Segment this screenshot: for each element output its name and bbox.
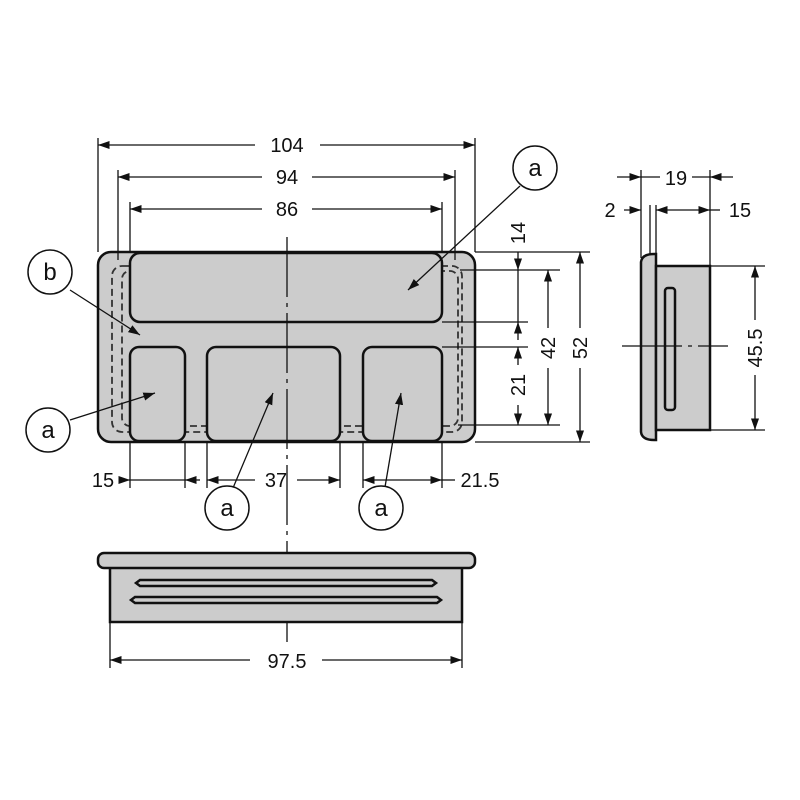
dim-label: 2 <box>604 200 615 222</box>
dim-label: 21.5 <box>461 470 500 492</box>
dim-overall-length: 104 <box>98 135 475 157</box>
top-pocket <box>128 251 444 324</box>
dim-label: 86 <box>276 199 298 221</box>
left-pocket <box>128 345 187 443</box>
svg-text:b: b <box>43 259 56 286</box>
dim-flange-thickness: 2 <box>604 200 641 222</box>
middle-pocket <box>205 345 342 443</box>
dim-label: 19 <box>665 168 687 190</box>
bottom-view: 97.5 <box>96 551 477 673</box>
dim-label: 37 <box>265 470 287 492</box>
dim-middle-pocket-width: 37 <box>207 470 340 492</box>
flange <box>96 551 477 570</box>
dim-total-depth: 19 <box>617 168 733 190</box>
dim-label: 42 <box>538 337 560 359</box>
side-view: 19 2 15 45.5 <box>604 168 767 442</box>
dim-body-depth: 15 <box>656 200 751 222</box>
dim-label: 15 <box>729 200 751 222</box>
slot <box>663 286 677 412</box>
dim-label: 94 <box>276 167 298 189</box>
dim-label: 45.5 <box>745 329 767 368</box>
dim-label: 52 <box>570 337 592 359</box>
dim-label: 14 <box>508 222 530 244</box>
dim-label: 15 <box>92 470 114 492</box>
dim-label: 97.5 <box>268 651 307 673</box>
svg-text:a: a <box>41 417 55 444</box>
dim-rebate-length: 94 <box>117 167 455 189</box>
dim-top-pocket-length: 86 <box>130 199 442 221</box>
dim-overall-height: 52 <box>570 252 592 442</box>
dim-label: 21 <box>508 374 530 396</box>
callout-a-top: a <box>407 145 558 291</box>
callout-a-middle: a <box>204 392 274 531</box>
callout-b: b <box>27 249 141 336</box>
front-view: 104 94 86 14 21 42 <box>25 135 592 642</box>
svg-text:a: a <box>220 495 234 522</box>
callout-a-left: a <box>25 392 156 453</box>
dim-right-pocket-width: 21.5 <box>363 470 499 492</box>
dim-inner-height: 42 <box>538 270 560 425</box>
dim-lower-pocket-height: 21 <box>508 347 530 425</box>
dim-body-length: 97.5 <box>110 651 462 673</box>
slot-lower <box>128 595 444 605</box>
dim-label: 104 <box>270 135 303 157</box>
right-pocket <box>361 345 444 443</box>
body <box>108 564 464 624</box>
dim-left-pocket-width: 15 <box>92 470 200 492</box>
dim-body-height: 45.5 <box>745 266 767 430</box>
svg-text:a: a <box>528 155 542 182</box>
dim-top-pocket-height: 14 <box>508 222 530 340</box>
callout-a-right: a <box>358 392 404 531</box>
flange <box>639 252 658 442</box>
svg-text:a: a <box>374 495 388 522</box>
slot-upper <box>133 578 439 588</box>
